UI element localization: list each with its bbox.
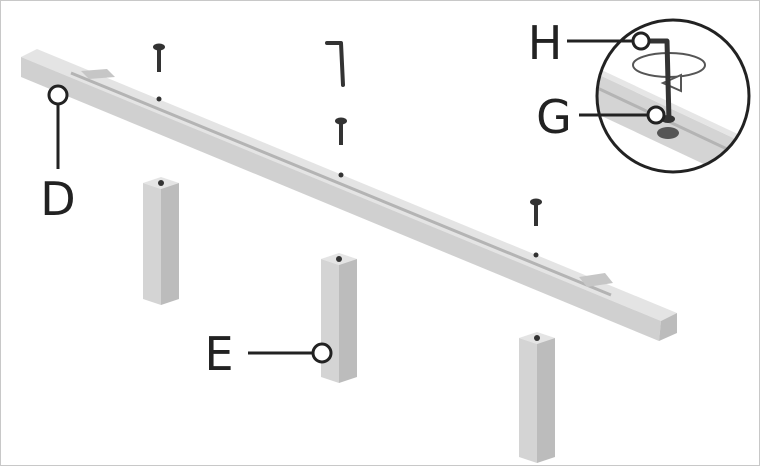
label-e: E	[204, 327, 233, 381]
leg-left	[143, 177, 179, 305]
hex-key	[325, 41, 345, 87]
beam	[21, 49, 677, 341]
leg-center	[321, 253, 357, 383]
label-h: H	[528, 16, 563, 70]
callout-g: G	[536, 90, 666, 144]
screw-1	[153, 43, 165, 72]
callout-e: E	[204, 327, 333, 381]
callout-h: H	[528, 16, 651, 70]
screw-3	[530, 198, 542, 226]
screw-2	[335, 117, 347, 145]
label-g: G	[536, 90, 572, 144]
leg-right	[519, 332, 555, 463]
zoom-detail	[595, 18, 751, 174]
label-d: D	[40, 172, 75, 226]
callout-d: D	[40, 84, 76, 226]
